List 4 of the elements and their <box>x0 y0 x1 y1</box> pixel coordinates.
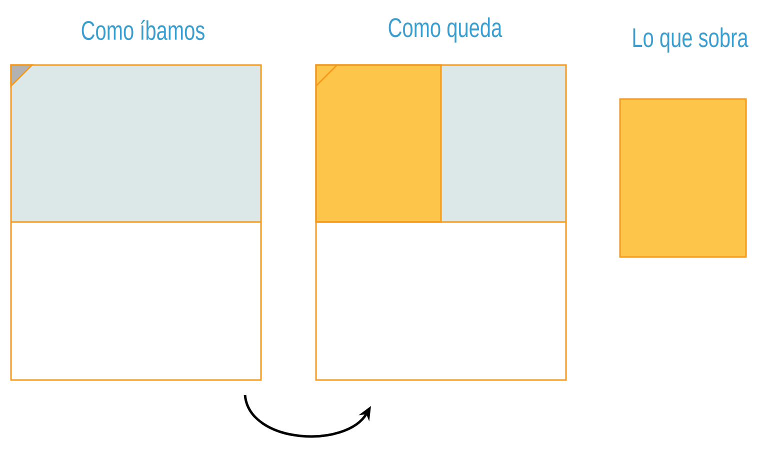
heading: Como queda <box>388 17 502 43</box>
curved-arrow <box>244 394 371 438</box>
heading: Lo que sobra <box>633 27 748 53</box>
heading: Como íbamos <box>82 20 204 40</box>
